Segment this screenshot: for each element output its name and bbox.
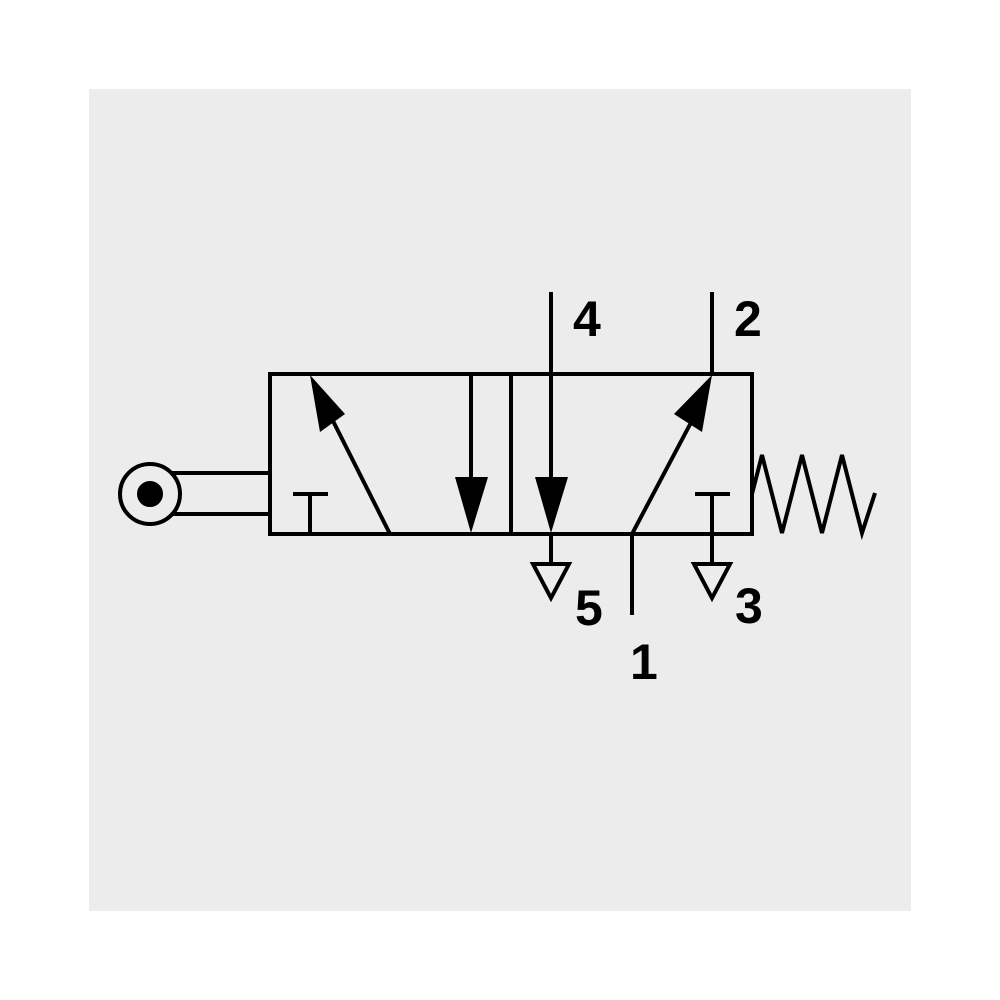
arrowheads: [310, 375, 712, 533]
exhaust-3-icon: [690, 562, 734, 603]
port-label-2: 2: [734, 291, 762, 347]
port-label-1: 1: [630, 634, 658, 690]
spring-icon: [750, 454, 877, 541]
left-cell-flow-arrows: [293, 374, 473, 535]
roller-actuator-icon: [118, 462, 270, 526]
port-label-5: 5: [575, 580, 603, 636]
exhaust-5-icon: [529, 562, 573, 603]
right-cell-flow-arrows: [549, 292, 730, 615]
port-label-4: 4: [573, 291, 601, 347]
port-label-3: 3: [735, 578, 763, 634]
